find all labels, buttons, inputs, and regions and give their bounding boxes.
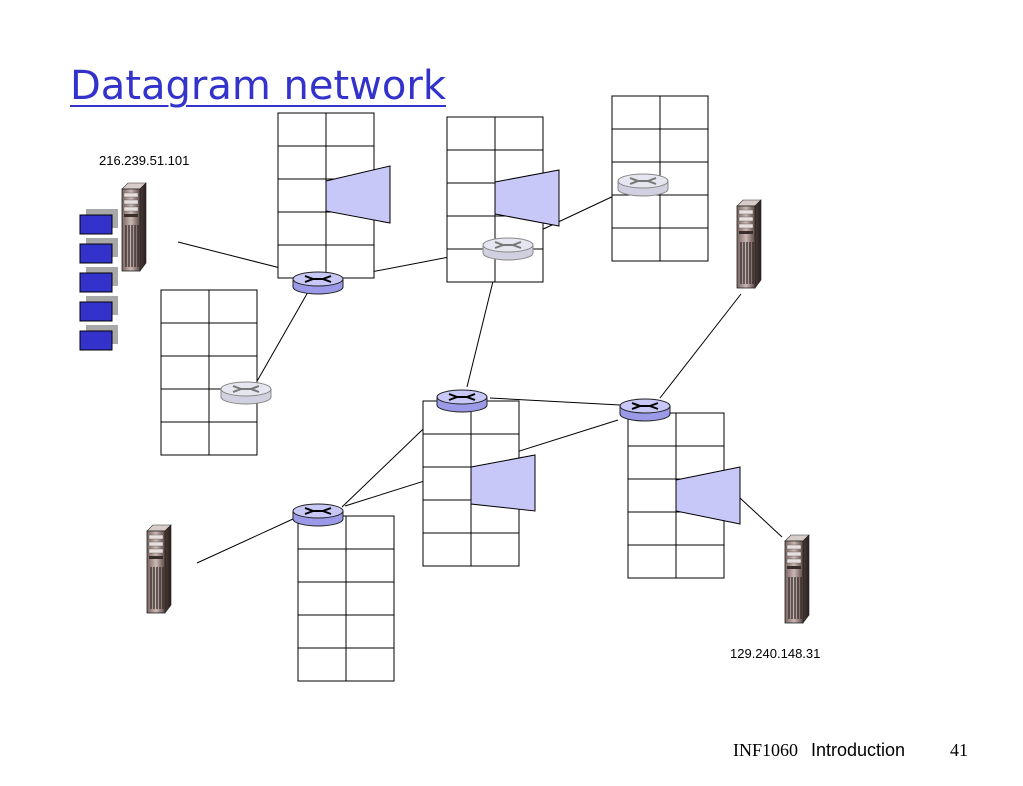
packet-icon: [79, 266, 119, 293]
routing-table: [627, 412, 741, 579]
footer-topic: Introduction: [811, 740, 906, 760]
footer-course: INF1060: [733, 740, 799, 760]
forwarding-port-icon: [325, 165, 391, 224]
routing-table: [422, 400, 536, 567]
server-tower-icon: [736, 199, 762, 289]
routing-table: [277, 112, 391, 279]
packet-icon: [79, 295, 119, 322]
source-host-address: 216.239.51.101: [99, 153, 190, 168]
slide-title: Datagram network: [70, 63, 446, 109]
page-number: 41: [950, 740, 968, 760]
server-tower-icon: [121, 182, 147, 272]
routing-table: [160, 289, 258, 456]
router-icon: [617, 173, 669, 197]
router-icon: [619, 398, 671, 422]
router-icon: [292, 503, 344, 527]
packet-stack: [79, 208, 119, 351]
router-icon: [482, 237, 534, 261]
router-icon: [220, 381, 272, 405]
server-tower-icon: [146, 524, 172, 614]
destination-host-address: 129.240.148.31: [730, 646, 821, 661]
routing-table: [446, 116, 560, 283]
packet-icon: [79, 208, 119, 235]
packet-icon: [79, 237, 119, 264]
forwarding-port-icon: [470, 454, 536, 512]
forwarding-port-icon: [494, 169, 560, 227]
forwarding-port-icon: [675, 466, 741, 525]
routing-table: [297, 515, 395, 682]
packet-icon: [79, 324, 119, 351]
router-icon: [436, 389, 488, 413]
server-tower-icon: [784, 534, 810, 624]
